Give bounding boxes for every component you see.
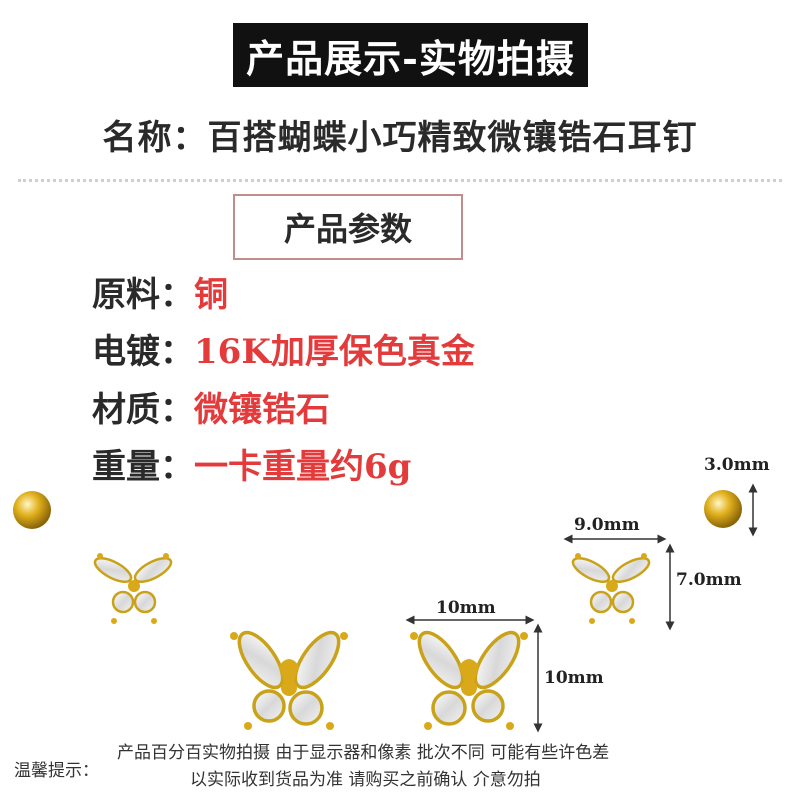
spec-row-texture: 材质：微镶锆石	[92, 381, 330, 431]
spec-row-weight: 重量：一卡重量约6g	[92, 438, 411, 488]
spec-row-material: 原料：铜	[92, 266, 228, 316]
small-butterfly-earring-icon	[93, 553, 173, 624]
spec-value: 一卡重量约6g	[194, 446, 412, 487]
params-heading: 产品参数	[283, 210, 412, 248]
large-width-label: 10mm	[436, 598, 496, 618]
notice-line-1: 产品百分百实物拍摄 由于显示器和像素 批次不同 可能有些许色差	[117, 743, 610, 763]
banner-title: 产品展示-实物拍摄	[246, 35, 575, 81]
small-width-label: 9.0mm	[574, 515, 640, 535]
spec-colon: ：	[160, 331, 194, 372]
notice-label: 温馨提示：	[14, 761, 99, 781]
spec-label: 材质	[92, 389, 160, 430]
product-name: 名称：百搭蝴蝶小巧精致微镶锆石耳钉	[102, 118, 698, 158]
ball-diameter-label: 3.0mm	[704, 455, 770, 475]
params-heading-box: 产品参数	[233, 194, 463, 260]
large-height-label: 10mm	[544, 668, 604, 688]
spec-row-plating: 电镀：16K加厚保色真金	[92, 323, 475, 373]
large-butterfly-earring-icon	[410, 630, 528, 730]
spec-label: 重量	[92, 446, 160, 487]
spec-value: 16K加厚保色真金	[194, 331, 475, 372]
gold-ball-stud-icon	[704, 490, 742, 528]
small-height-label: 7.0mm	[676, 570, 742, 590]
dotted-divider	[18, 179, 782, 182]
notice-line-2: 以实际收到货品为准 请购买之前确认 介意勿拍	[190, 770, 541, 790]
spec-colon: ：	[160, 274, 194, 315]
spec-colon: ：	[160, 389, 194, 430]
spec-value: 微镶锆石	[194, 389, 330, 430]
spec-label: 电镀	[92, 331, 160, 372]
gold-ball-stud-icon	[13, 491, 51, 529]
spec-value: 铜	[194, 274, 228, 315]
spec-label: 原料	[92, 274, 160, 315]
title-banner: 产品展示-实物拍摄	[233, 23, 588, 87]
small-butterfly-earring-icon	[571, 553, 651, 624]
spec-colon: ：	[160, 446, 194, 487]
large-butterfly-earring-icon	[230, 630, 348, 730]
